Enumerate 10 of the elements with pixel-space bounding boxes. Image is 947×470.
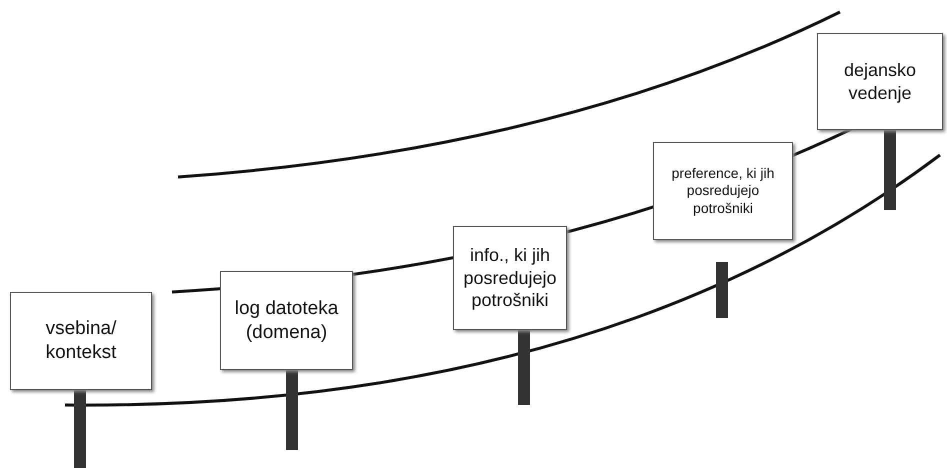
sign-board — [653, 142, 793, 240]
sign-text: dejansko vedenje — [842, 59, 918, 104]
sign-board — [220, 271, 353, 370]
sign-text: info., ki jih posredujejo potrošniki — [462, 244, 558, 312]
sign-board — [10, 292, 152, 390]
sign-text: preference, ki jih posredujejo potrošniki — [670, 164, 776, 218]
sign-board — [817, 33, 943, 130]
sign-board — [453, 226, 567, 330]
sign-text: log datoteka (domena) — [234, 296, 340, 344]
sign-text: vsebina/ kontekst — [44, 317, 118, 365]
